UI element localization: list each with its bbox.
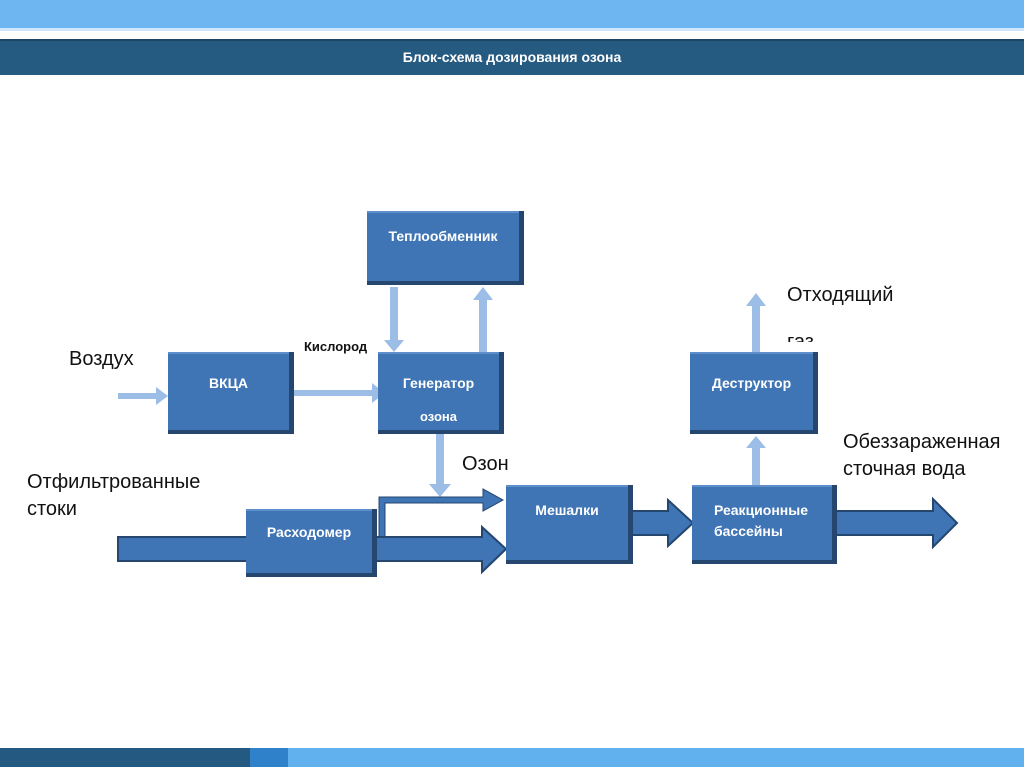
mixers-box: Мешалки (506, 485, 633, 564)
arrow-generator-ozone-down (429, 434, 451, 497)
arrow-mixers-to-reaction (630, 497, 695, 549)
flowmeter-box: Расходомер (246, 509, 377, 577)
reaction-pools-box: Реакционные бассейны (692, 485, 837, 564)
arrow-vkca-to-generator (292, 383, 385, 403)
arrow-heat-to-generator (384, 287, 404, 352)
arrow-offgas-up (746, 293, 766, 352)
air-label: Воздух (69, 348, 134, 370)
oxygen-label: Кислород (304, 339, 368, 354)
ozone-generator-label-2: озона (420, 409, 457, 421)
offgas-label-2: газ (787, 331, 814, 342)
footer-band-light (288, 748, 1024, 767)
ozone-generator-box: Генератор озона (378, 352, 504, 434)
destructor-box: Деструктор (690, 352, 818, 434)
vkca-label: ВКЦА (209, 375, 248, 391)
top-accent-line (0, 28, 1024, 31)
disinfected-water-label-1: Обеззараженная (843, 431, 1001, 453)
footer-band-mid (250, 748, 288, 767)
arrow-air-to-vkca (118, 387, 168, 405)
arrow-bypass-to-mixers (378, 488, 505, 540)
disinfected-water-label-2: сточная вода (843, 458, 966, 480)
heat-exchanger-box: Теплообменник (367, 211, 524, 285)
vkca-box: ВКЦА (168, 352, 294, 434)
flowmeter-label: Расходомер (266, 524, 352, 540)
reaction-pools-label-2: бассейны (714, 523, 783, 539)
ozone-generator-label-1: Генератор (402, 375, 475, 391)
filtered-stocks-label-2: стоки (27, 498, 77, 520)
arrow-generator-to-heat (473, 287, 493, 352)
heat-exchanger-label: Теплообменник (388, 228, 498, 244)
reaction-pools-label-1: Реакционные (714, 502, 808, 518)
filtered-stocks-label-1: Отфильтрованные (27, 471, 201, 493)
destructor-label: Деструктор (711, 375, 792, 391)
arrow-flowmeter-to-mixers (374, 524, 508, 575)
top-accent-band (0, 0, 1024, 28)
slide-title: Блок-схема дозирования озона (402, 49, 622, 65)
arrow-reaction-to-destructor (746, 436, 766, 485)
footer-band-dark (0, 748, 250, 767)
title-bar (0, 39, 1024, 75)
arrow-stocks-to-flowmeter (117, 536, 251, 562)
mixers-label: Мешалки (535, 502, 599, 518)
arrow-reaction-to-output (834, 496, 959, 550)
ozone-label: Озон (462, 453, 509, 475)
offgas-label-1: Отходящий (787, 284, 894, 306)
